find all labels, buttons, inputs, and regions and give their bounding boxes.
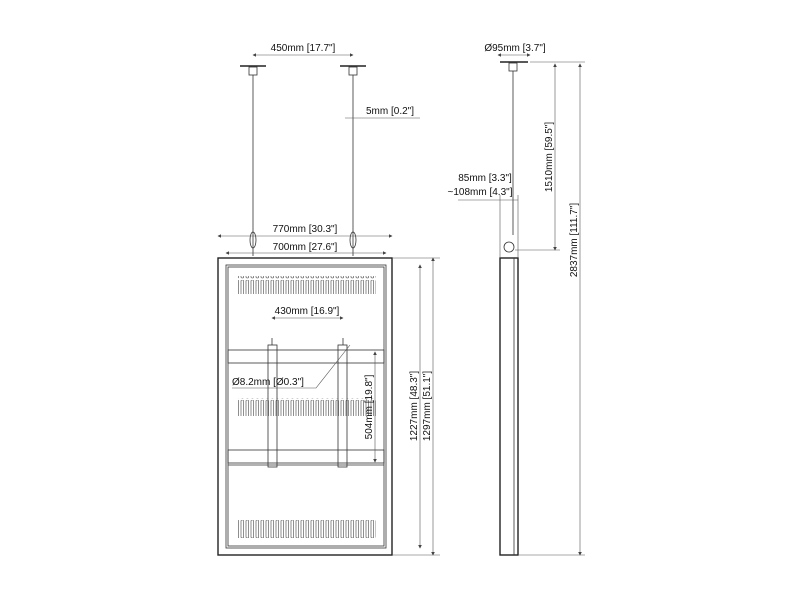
vent-row [238, 520, 376, 538]
display-outer-frame [217, 257, 393, 556]
mount-rail-top [227, 349, 385, 364]
display-inner-frame [225, 264, 387, 549]
inner-height-label: 1227mm [48.3"] [409, 371, 420, 441]
vesa-height-label: 504mm [19.8"] [364, 374, 375, 439]
display-side [499, 257, 519, 556]
total-height-label: 2837mm [111.7"] [569, 203, 580, 278]
ceiling-plate-right [340, 65, 366, 76]
outer-width-label: 770mm [30.3"] [273, 224, 338, 235]
depth-max-label: ~108mm [4.3"] [448, 187, 513, 198]
ceiling-plate-left [240, 65, 266, 76]
cable-length-label: 1510mm [59.5"] [544, 122, 555, 192]
hook [503, 241, 515, 253]
outer-height-label: 1297mm [51.1"] [422, 371, 433, 441]
bracket-right [337, 344, 348, 468]
vent-row [238, 276, 376, 294]
cable-diameter-label: 5mm [0.2"] [366, 106, 414, 117]
vesa-width-label: 430mm [16.9"] [275, 306, 340, 317]
vent-row [238, 398, 376, 416]
hole-diameter-label: Ø8.2mm [Ø0.3"] [232, 377, 304, 388]
mount-rail-bottom [227, 449, 385, 464]
inner-width-label: 700mm [27.6"] [273, 242, 338, 253]
bracket-left [267, 344, 278, 468]
ceiling-plate-diameter-label: Ø95mm [3.7"] [484, 43, 546, 54]
cable-spacing-label: 450mm [17.7"] [271, 43, 336, 54]
turnbuckle-left [249, 231, 257, 249]
turnbuckle-right [349, 231, 357, 249]
side-view [499, 61, 528, 556]
depth-min-label: 85mm [3.3"] [458, 173, 512, 184]
front-view [217, 65, 393, 556]
